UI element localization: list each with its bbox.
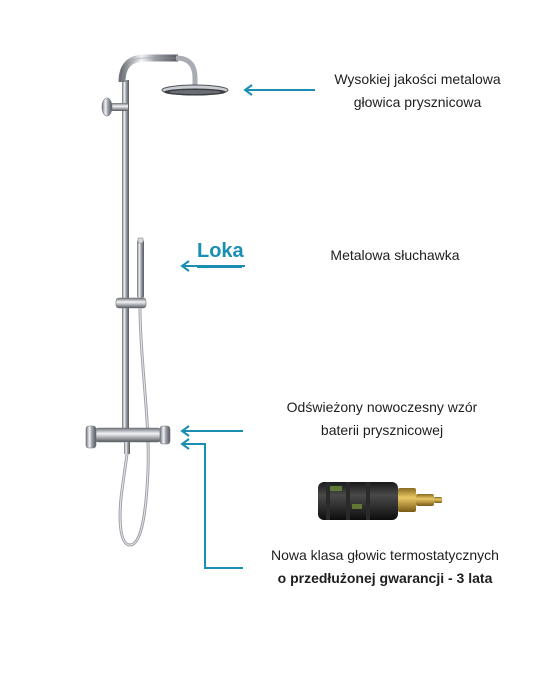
thermostatic-mixer (85, 425, 171, 454)
brand-underline (197, 266, 242, 268)
head-description: Wysokiej jakości metalowa głowica pryszn… (310, 68, 525, 114)
shower-head (161, 84, 229, 96)
arrow-head (243, 84, 315, 96)
mixer-line-1: Odświeżony nowoczesny wzór (286, 399, 478, 415)
shower-riser (101, 54, 198, 430)
arrow-mixer (180, 425, 243, 437)
arrows (180, 84, 315, 569)
mixer-line-2: baterii prysznicowej (320, 422, 444, 438)
handshower-line: Metalowa słuchawka (330, 247, 460, 263)
brand-name: Loka (197, 240, 244, 262)
handshower-description: Metalowa słuchawka (300, 244, 490, 267)
cartridge-description: Nowa klasa głowic termostatycznych o prz… (240, 544, 530, 590)
head-line-2: głowica prysznicowa (353, 94, 482, 110)
thermostatic-cartridge (318, 482, 442, 520)
mixer-description: Odświeżony nowoczesny wzór baterii prysz… (262, 396, 502, 442)
cartridge-line-1: Nowa klasa głowic termostatycznych (271, 547, 499, 563)
cartridge-line-2: o przedłużonej gwarancji - 3 lata (277, 570, 493, 586)
hand-shower (115, 237, 150, 547)
arrow-cartridge (180, 438, 243, 569)
head-line-1: Wysokiej jakości metalowa (334, 71, 501, 87)
